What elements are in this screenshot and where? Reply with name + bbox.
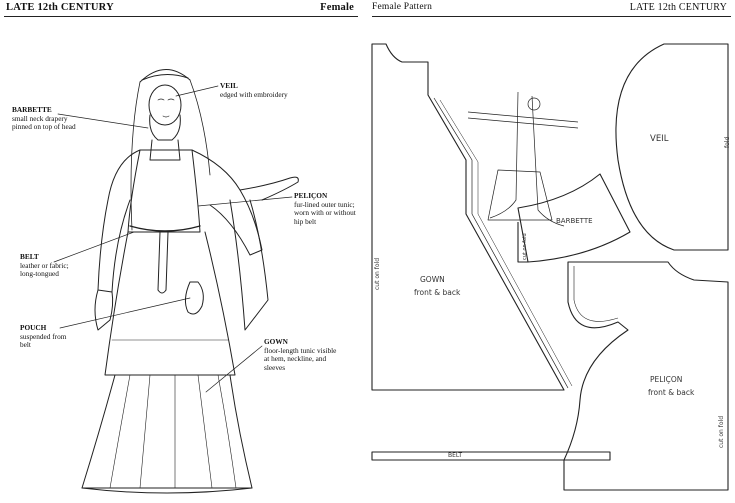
barbette-label: BARBETTE [556, 217, 593, 225]
veil-fold-label: fold [724, 136, 731, 148]
annotation-gown: GOWN floor-length tunic visible at hem, … [264, 337, 337, 372]
left-header-gender: Female [320, 2, 354, 13]
annotation-barbette: BARBETTE small neck drapery pinned on to… [12, 105, 76, 132]
barbette-fold-label: cut on fold [522, 233, 528, 260]
annotation-pouch: POUCH suspended from belt [20, 323, 67, 350]
annotation-belt: BELT leather or fabric; long-tongued [20, 252, 69, 279]
gown-label: GOWN [420, 275, 445, 284]
annotation-pelicon: PELIÇON fur-lined outer tunic; worn with… [294, 191, 356, 226]
costume-figure-illustration [53, 69, 299, 494]
right-header-period: LATE 12th CENTURY [629, 2, 727, 13]
pelicon-fold-label: cut on fold [718, 415, 725, 448]
veil-label: VEIL [650, 134, 669, 144]
left-page: LATE 12th CENTURY Female [0, 0, 362, 503]
pelicon-label: PELIÇON [650, 375, 683, 384]
gown-sublabel: front & back [414, 288, 461, 297]
right-header-rule [372, 16, 731, 17]
page-gutter [362, 0, 368, 503]
left-header-rule [4, 16, 358, 17]
left-header-title: LATE 12th CENTURY [6, 2, 114, 13]
gown-fold-label: cut on fold [374, 257, 381, 290]
right-page: Female Pattern LATE 12th CENTURY VEIL fo… [368, 0, 735, 503]
belt-label: BELT [448, 452, 463, 459]
pattern-pieces-drawing [371, 43, 729, 491]
annotation-veil: VEIL edged with embroidery [220, 81, 288, 99]
right-header-pattern: Female Pattern [372, 2, 433, 12]
pelicon-sublabel: front & back [648, 388, 695, 397]
